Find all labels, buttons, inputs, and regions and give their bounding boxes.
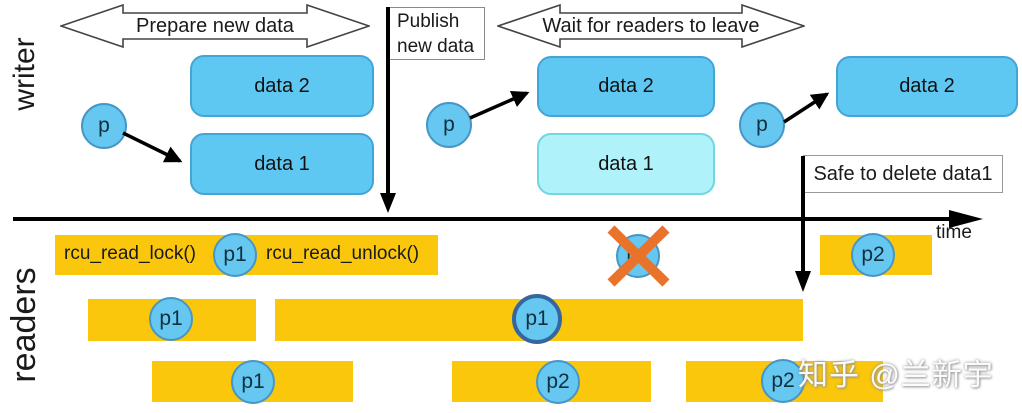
- pointer-arrow-to-data1-icon: [122, 131, 183, 163]
- prepare-phase-arrow: Prepare new data: [60, 4, 370, 48]
- watermark-text: 知乎 @兰新宇: [798, 359, 994, 392]
- safe-delete-note-box: Safe to delete data1: [803, 155, 1003, 193]
- reader-circle-row2-p1: p1: [149, 297, 193, 341]
- double-arrow-icon: [497, 4, 805, 48]
- rcu-read-lock-label: rcu_read_lock(): [64, 243, 196, 264]
- wait-phase-arrow: Wait for readers to leave: [497, 4, 805, 48]
- reader-circle-row1-p1: p1: [213, 233, 257, 277]
- writer-pointer-circle-3: p: [739, 102, 785, 148]
- data2-box-group2: data 2: [537, 56, 715, 117]
- reader-circle-row1-p1-crossed: p1: [616, 234, 660, 278]
- data1-box-group1: data 1: [190, 133, 374, 195]
- writer-section-label: writer: [8, 37, 41, 111]
- writer-pointer-circle-2: p: [426, 102, 472, 148]
- writer-pointer-circle-1: p: [81, 103, 127, 149]
- wait-phase-label: Wait for readers to leave: [542, 14, 760, 37]
- reader-circle-row3-p2b: p2: [761, 359, 805, 403]
- readers-section-label: readers: [4, 267, 43, 383]
- publish-arrowhead-icon: [380, 193, 396, 213]
- pointer-arrow-to-data2b-icon: [783, 92, 830, 124]
- reader-circle-row3-p2a: p2: [536, 360, 580, 404]
- safe-delete-arrowhead-icon: [795, 271, 811, 292]
- time-axis-label: time: [936, 222, 972, 243]
- data2-box-group1: data 2: [190, 55, 374, 117]
- data2-box-group3: data 2: [836, 56, 1018, 117]
- publish-note-line2: new data: [397, 35, 475, 57]
- reader-circle-row1-p2: p2: [851, 233, 895, 277]
- publish-note-box: Publish new data: [389, 7, 485, 60]
- prepare-phase-label: Prepare new data: [136, 14, 294, 37]
- double-arrow-icon: [60, 4, 370, 48]
- data1-box-group2-stale: data 1: [537, 133, 715, 195]
- pointer-arrow-to-data2-icon: [469, 90, 530, 120]
- reader-circle-row2-p1-active: p1: [512, 294, 562, 344]
- publish-note-line1: Publish: [397, 11, 460, 32]
- reader-circle-row3-p1: p1: [231, 360, 275, 404]
- rcu-read-unlock-label: rcu_read_unlock(): [266, 243, 420, 264]
